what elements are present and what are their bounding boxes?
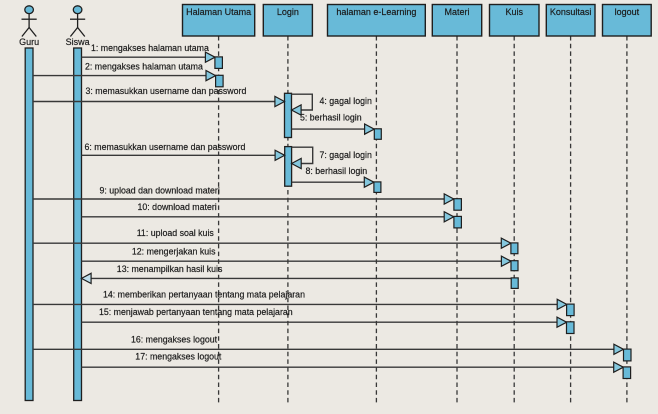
svg-text:5: berhasil login: 5: berhasil login: [300, 112, 362, 122]
svg-text:6: memasukkan username dan pas: 6: memasukkan username dan password: [85, 142, 246, 152]
svg-text:Guru: Guru: [19, 37, 39, 47]
svg-text:Konsultasi: Konsultasi: [550, 7, 592, 17]
svg-text:9: upload dan download materi: 9: upload dan download materi: [100, 186, 220, 196]
svg-text:Kuis: Kuis: [505, 7, 523, 17]
svg-text:2: mengakses halaman utama: 2: mengakses halaman utama: [85, 62, 203, 72]
svg-text:12: mengerjakan kuis: 12: mengerjakan kuis: [132, 247, 216, 257]
svg-text:10: download materi: 10: download materi: [138, 202, 217, 212]
svg-text:1: mengakses halaman utama: 1: mengakses halaman utama: [91, 43, 209, 53]
svg-text:4: gagal login: 4: gagal login: [320, 96, 372, 106]
svg-text:15: menjawab pertanyaan tentan: 15: menjawab pertanyaan tentang mata pel…: [99, 307, 293, 317]
svg-text:16: mengakses logout: 16: mengakses logout: [131, 335, 218, 345]
svg-text:13: menampilkan hasil kuis: 13: menampilkan hasil kuis: [117, 264, 223, 274]
svg-text:logout: logout: [615, 7, 640, 17]
svg-text:Login: Login: [277, 7, 299, 17]
svg-text:11: upload soal kuis: 11: upload soal kuis: [137, 228, 215, 238]
svg-text:8: berhasil login: 8: berhasil login: [306, 166, 368, 176]
svg-text:3: memasukkan username dan pas: 3: memasukkan username dan password: [86, 86, 247, 96]
svg-text:Siswa: Siswa: [66, 37, 90, 47]
svg-text:17: mengakses logout: 17: mengakses logout: [135, 352, 222, 362]
svg-text:14: memberikan pertanyaan tent: 14: memberikan pertanyaan tentang mata p…: [103, 290, 305, 300]
svg-text:Halaman Utama: Halaman Utama: [186, 7, 251, 17]
svg-text:Materi: Materi: [444, 7, 469, 17]
svg-text:halaman e-Learning: halaman e-Learning: [336, 7, 416, 17]
svg-text:7: gagal login: 7: gagal login: [320, 150, 372, 160]
